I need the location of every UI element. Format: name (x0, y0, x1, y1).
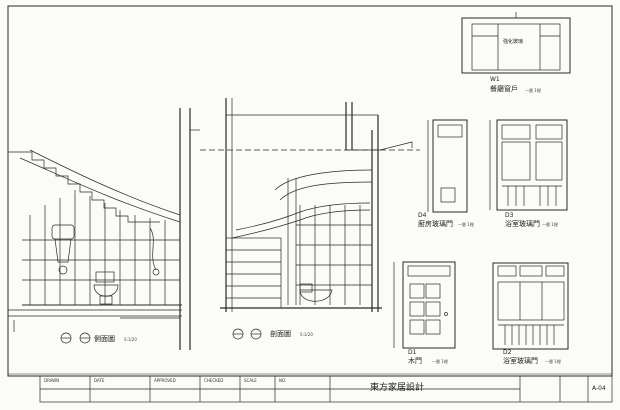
d3-spec: 一層 1樘 (542, 222, 558, 227)
d4-code: D4 (418, 212, 427, 219)
d2-spec: 一層 1樘 (545, 359, 561, 364)
w1-glass-label: 強化玻璃 (503, 39, 524, 45)
d1-code: D1 (408, 349, 417, 356)
sheet-number: A-04 (592, 385, 606, 392)
d3-title: 浴室玻璃門 (505, 220, 540, 228)
d2-door-drawing (492, 262, 569, 350)
sheet-border (7, 5, 613, 377)
side-elevation-scale: S:1/20 (124, 337, 137, 342)
d3-code: D3 (505, 212, 514, 219)
d4-title: 廚房玻璃門 (418, 220, 453, 228)
d3-door-drawing (489, 119, 568, 211)
d2-title: 浴室玻璃門 (503, 357, 538, 365)
w1-spec: 一層 1樘 (525, 88, 541, 93)
tb-field-no: NO. (279, 378, 287, 383)
front-elevation-scale: S:1/20 (300, 332, 313, 337)
d4-spec: 一層 1樘 (458, 222, 474, 227)
side-elevation-drawing (8, 108, 200, 350)
tb-field-scale: SCALE (244, 378, 257, 383)
title-block (39, 375, 613, 403)
d1-spec: 一層 1樘 (432, 359, 448, 364)
w1-title: 餐廳窗戶 (490, 85, 518, 93)
front-elevation-drawing (200, 98, 420, 340)
w1-code: W1 (490, 76, 500, 83)
d1-title: 木門 (408, 357, 422, 365)
project-name: 東方家居設計 (370, 383, 425, 393)
tb-field-checked: CHECKED (204, 378, 224, 383)
d2-code: D2 (503, 349, 512, 356)
d1-door-drawing (393, 261, 456, 349)
tb-field-date: DATE (94, 378, 105, 383)
front-elevation-title: 剖面圖 (270, 330, 291, 338)
tb-field-drawn: DRAWN (44, 378, 60, 383)
tb-field-approved: APPROVED (154, 378, 176, 383)
d4-door-drawing (427, 119, 468, 213)
side-elevation-title: 側面圖 (94, 335, 115, 343)
w1-window-drawing (461, 12, 571, 74)
